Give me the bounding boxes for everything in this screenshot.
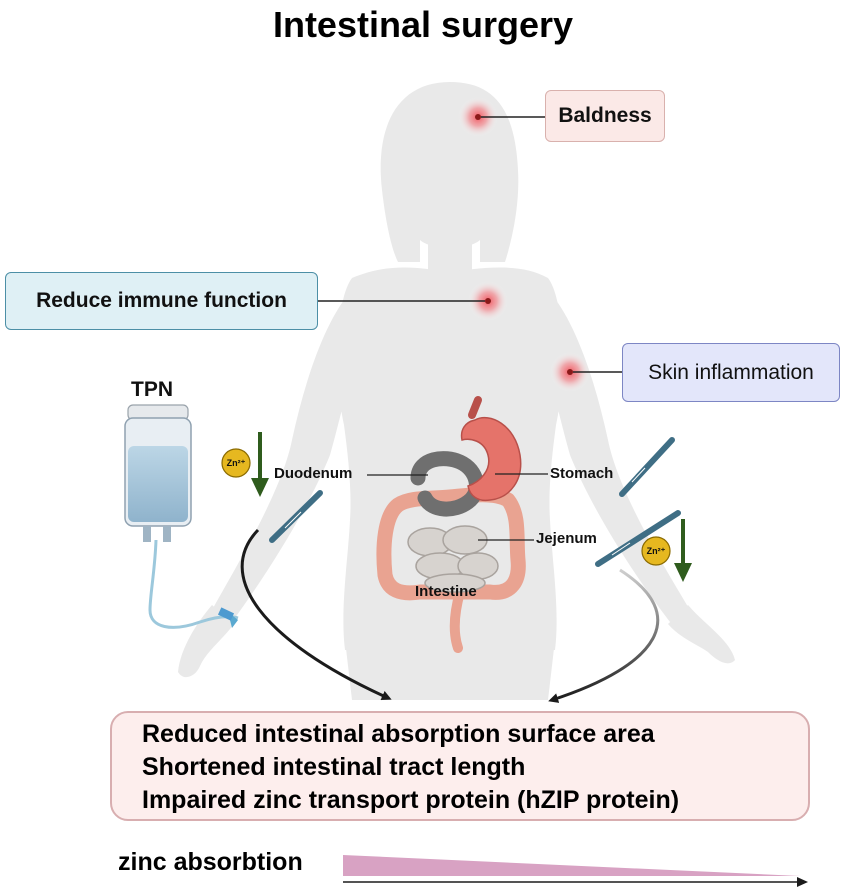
stomach-shape bbox=[460, 416, 522, 502]
curved-arrow-right bbox=[548, 568, 660, 703]
zinc-absorption-label: zinc absorbtion bbox=[118, 848, 303, 876]
curved-arrow-left bbox=[240, 528, 392, 701]
page-title: Intestinal surgery bbox=[272, 4, 574, 45]
symptom-baldness-label: Baldness bbox=[545, 90, 665, 142]
scalpel-left bbox=[269, 490, 323, 543]
large-intestine bbox=[376, 487, 526, 653]
zinc-coin-right: Zn²⁺ bbox=[641, 536, 671, 566]
scalpel-right-lower bbox=[595, 510, 681, 567]
effect-item: Reduced intestinal absorption surface ar… bbox=[142, 720, 655, 748]
symptom-immune-label: Reduce immune function bbox=[5, 272, 318, 330]
scalpel-right-upper bbox=[619, 437, 675, 497]
tpn-bag bbox=[124, 404, 239, 629]
small-intestine bbox=[407, 525, 499, 593]
svg-text:Zn²⁺: Zn²⁺ bbox=[647, 546, 666, 556]
stomach-label: Stomach bbox=[550, 465, 614, 482]
effect-item: Shortened intestinal tract length bbox=[142, 753, 526, 781]
zinc-decrease-arrow-right bbox=[674, 519, 692, 582]
effects-box: Reduced intestinal absorption surface ar… bbox=[110, 711, 810, 821]
zinc-absorption-wedge bbox=[343, 855, 800, 876]
svg-text:Zn²⁺: Zn²⁺ bbox=[227, 458, 246, 468]
effect-item: Impaired zinc transport protein (hZIP pr… bbox=[142, 786, 680, 814]
duodenum-label: Duodenum bbox=[274, 465, 353, 482]
symptom-skin-label: Skin inflammation bbox=[622, 343, 840, 402]
duodenum-shape bbox=[410, 451, 484, 517]
zinc-decrease-arrow-left bbox=[251, 432, 269, 497]
zinc-coin-left: Zn²⁺ bbox=[221, 448, 251, 478]
intestine-label: Intestine bbox=[415, 583, 477, 600]
tpn-label: TPN bbox=[131, 378, 173, 401]
jejenum-label: Jejenum bbox=[536, 530, 597, 547]
